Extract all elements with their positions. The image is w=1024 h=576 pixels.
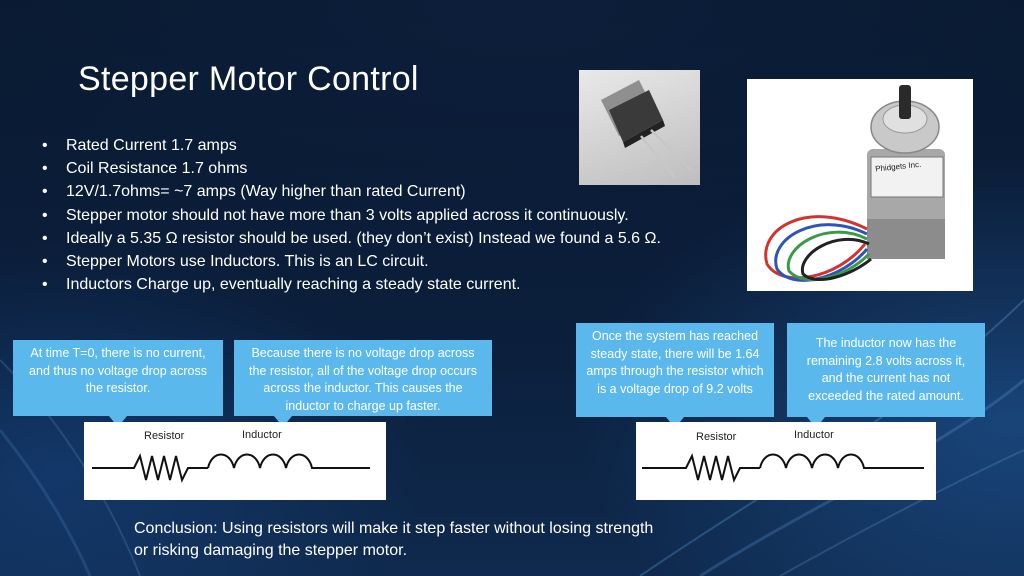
motor-label-plate bbox=[870, 156, 944, 198]
bullet-icon: • bbox=[42, 276, 48, 294]
callout-no-voltage-drop: Because there is no voltage drop across … bbox=[234, 340, 492, 427]
wire-loop-red bbox=[764, 215, 868, 280]
resistor-body-shade bbox=[623, 120, 665, 148]
callout-text: Because there is no voltage drop across … bbox=[249, 346, 477, 413]
bullet-item: • Inductors Charge up, eventually reachin… bbox=[42, 273, 742, 296]
stepper-motor-drawing bbox=[764, 85, 945, 282]
resistor-label: Resistor bbox=[696, 431, 737, 443]
callout-inductor-remaining: The inductor now has the remaining 2.8 v… bbox=[787, 323, 985, 428]
bullet-icon: • bbox=[42, 183, 48, 201]
inductor-label: Inductor bbox=[794, 429, 834, 441]
bullet-icon: • bbox=[42, 137, 48, 154]
resistor-body bbox=[609, 90, 663, 142]
bullet-item: • 12V/1.7ohms= ~7 amps (Way higher than r… bbox=[42, 180, 742, 203]
bullet-item: • Ideally a 5.35 Ω resistor should be use… bbox=[42, 227, 742, 250]
bullet-text: Ideally a 5.35 Ω resistor should be used… bbox=[66, 229, 661, 247]
callout-text: Once the system has reached steady state… bbox=[586, 329, 764, 396]
inductor-symbol bbox=[759, 453, 924, 469]
streak-left-2 bbox=[0, 429, 92, 576]
bullet-icon: • bbox=[42, 229, 48, 247]
circuit-wire-left bbox=[92, 453, 370, 483]
wire-loop-blue bbox=[774, 223, 869, 282]
bullet-text: Stepper motor should not have more than … bbox=[66, 206, 629, 224]
wire-loop-green bbox=[786, 230, 871, 282]
callout-steady-state: Once the system has reached steady state… bbox=[576, 323, 774, 428]
circuit-wire-right bbox=[642, 453, 924, 483]
conclusion-text: Conclusion: Using resistors will make it… bbox=[134, 520, 654, 559]
slide-title: Stepper Motor Control bbox=[78, 60, 419, 98]
bullet-icon: • bbox=[42, 160, 48, 178]
motor-body-shade bbox=[867, 219, 945, 259]
resistor-photo bbox=[579, 70, 700, 185]
motor-shaft bbox=[899, 85, 911, 119]
bullet-text: Inductors Charge up, eventually reaching… bbox=[66, 276, 521, 294]
wire-loop-black bbox=[800, 238, 872, 281]
stepper-motor-photo: Phidgets Inc. bbox=[747, 79, 973, 291]
callout-text: The inductor now has the remaining 2.8 v… bbox=[806, 336, 966, 403]
callout-tail bbox=[109, 416, 127, 427]
bullet-item: • Stepper motor should not have more than… bbox=[42, 204, 742, 227]
bullet-text: 12V/1.7ohms= ~7 amps (Way higher than ra… bbox=[66, 183, 466, 201]
inductor-label: Inductor bbox=[242, 429, 282, 441]
circuit-diagram-right: Resistor Inductor bbox=[636, 422, 936, 500]
bullet-text: Coil Resistance 1.7 ohms bbox=[66, 160, 248, 178]
callout-tail bbox=[274, 416, 292, 427]
bullet-text: Rated Current 1.7 amps bbox=[66, 137, 237, 154]
circuit-diagram-left: Resistor Inductor bbox=[84, 422, 386, 500]
bullet-text: Stepper Motors use Inductors. This is an… bbox=[66, 253, 429, 271]
bullet-item: • Rated Current 1.7 amps bbox=[42, 134, 742, 157]
resistor-symbol bbox=[92, 453, 208, 483]
resistor-photo-drawing bbox=[601, 80, 692, 179]
callout-time-zero: At time T=0, there is no current, and th… bbox=[13, 340, 223, 427]
resistor-symbol bbox=[642, 453, 760, 483]
bullet-item: • Stepper Motors use Inductors. This is a… bbox=[42, 250, 742, 273]
inductor-symbol bbox=[207, 453, 370, 469]
resistor-lead-2 bbox=[650, 129, 692, 171]
resistor-label: Resistor bbox=[144, 430, 185, 442]
callout-text: At time T=0, there is no current, and th… bbox=[29, 346, 207, 395]
bullet-icon: • bbox=[42, 206, 48, 224]
resistor-lead-1 bbox=[640, 135, 676, 179]
bullet-list: • Rated Current 1.7 amps • Coil Resistance… bbox=[42, 134, 742, 296]
bullet-icon: • bbox=[42, 253, 48, 271]
bullet-item: • Coil Resistance 1.7 ohms bbox=[42, 157, 742, 180]
